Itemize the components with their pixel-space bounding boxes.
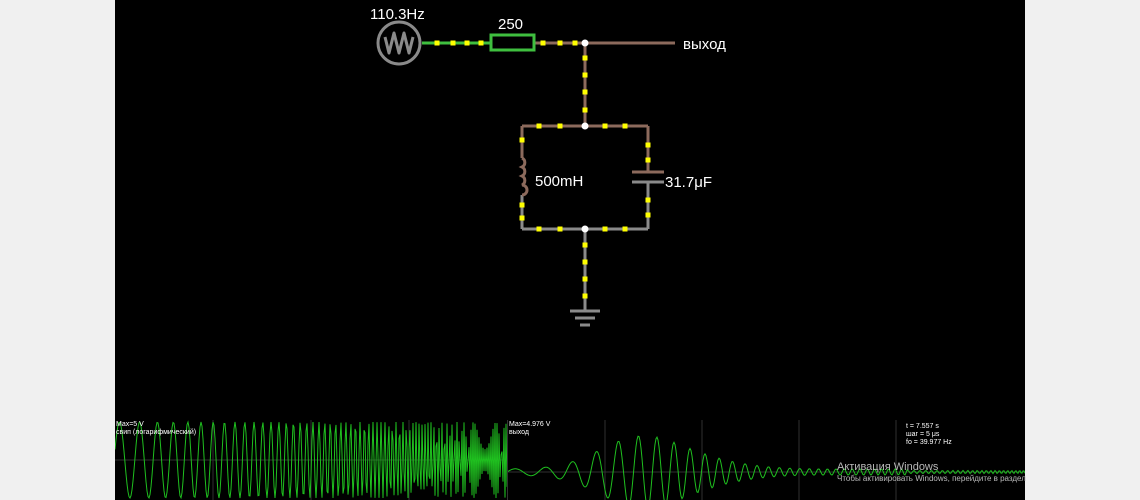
current-dot [450,40,456,46]
current-dot [536,123,542,129]
scope-output[interactable]: Max=4.976 V выход t = 7.557 s шаг = 5 μs… [508,420,1025,500]
current-dot [582,259,588,265]
current-dot [572,40,578,46]
ground-icon[interactable] [570,309,600,327]
current-dot [645,157,651,163]
activation-subtitle: Чтобы активировать Windows, перейдите в … [837,474,1026,483]
scope-max-label: Max=5 V [116,421,144,428]
current-dot [434,40,440,46]
current-dot [540,40,546,46]
inductor-coil[interactable] [518,156,529,197]
current-dot [622,226,628,232]
current-dot [557,226,563,232]
current-dot [582,89,588,95]
current-dot [582,55,588,61]
current-dot [602,226,608,232]
resistor-body[interactable] [489,33,536,52]
circuit-canvas[interactable]: 110.3Hz 250 выход 500mH 31.7μF Max=5 V с… [115,0,1025,500]
capacitor-label: 31.7μF [665,174,712,191]
scope-step-label: шаг = 5 μs [906,431,940,438]
activation-title: Активация Windows [837,461,939,473]
scope-sweep[interactable]: Max=5 V свип (логарифмический) [115,420,508,500]
current-dot [557,40,563,46]
scope-frequency-label: fo = 39.977 Hz [906,439,952,446]
scope-name-label: свип (логарифмический) [116,429,197,436]
current-dot [645,212,651,218]
current-dot [519,215,525,221]
current-dot [478,40,484,46]
current-dot [582,72,588,78]
current-dot [582,242,588,248]
junction-node[interactable] [581,122,589,130]
current-dot [557,123,563,129]
current-dot [519,202,525,208]
junction-node[interactable] [581,39,589,47]
current-dot [645,197,651,203]
current-dot [519,137,525,143]
junction-node[interactable] [581,225,589,233]
current-dot [645,142,651,148]
current-dot [602,123,608,129]
current-dots [434,40,651,299]
current-dot [464,40,470,46]
circuit-schematic[interactable]: 110.3Hz 250 выход 500mH 31.7μF [115,0,1025,420]
current-dot [582,276,588,282]
resistor-label: 250 [498,16,523,33]
current-dot [622,123,628,129]
inductor-label: 500mH [535,173,583,190]
current-dot [582,107,588,113]
ac-source-icon[interactable] [376,20,422,66]
output-label: выход [683,36,726,53]
scope-name-label: выход [509,429,529,436]
scope-max-label: Max=4.976 V [509,421,551,428]
source-frequency-label: 110.3Hz [370,6,425,23]
current-dot [582,293,588,299]
scope-time-label: t = 7.557 s [906,423,939,430]
current-dot [536,226,542,232]
